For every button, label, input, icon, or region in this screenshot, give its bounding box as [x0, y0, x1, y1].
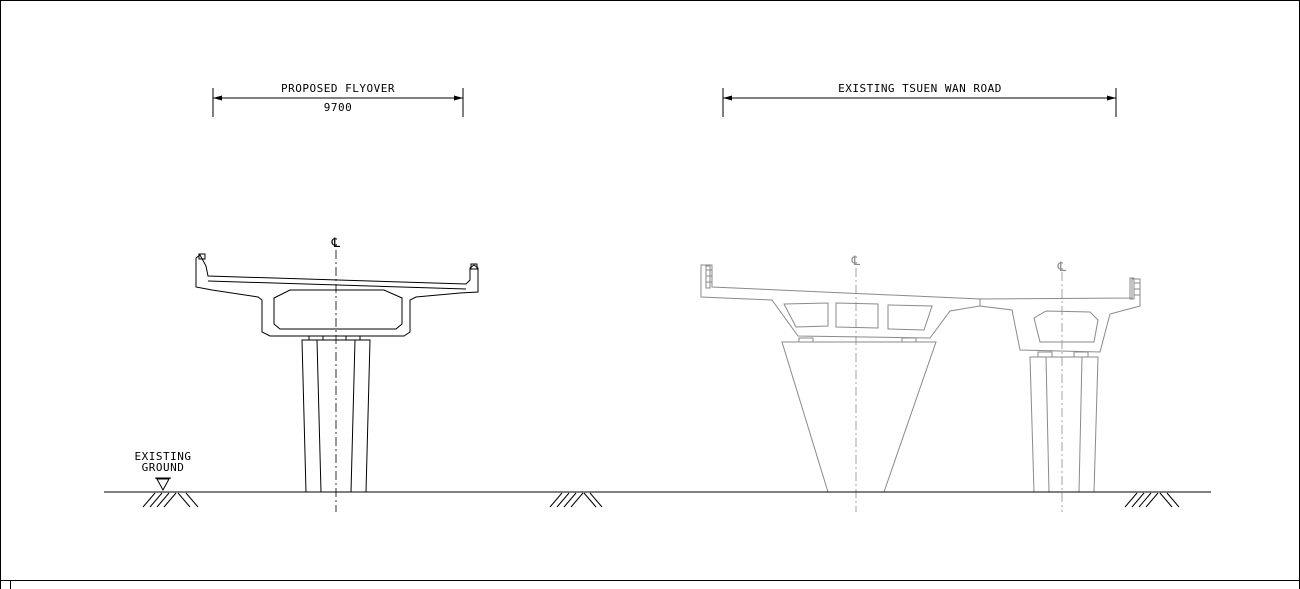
proposed-flyover-label: PROPOSED FLYOVER: [281, 82, 395, 95]
existing-centerline-symbol-left: ℄: [851, 254, 861, 269]
proposed-deck: [195, 254, 479, 337]
existing-left-cell-3: [887, 304, 933, 331]
existing-ground-label-2: GROUND: [142, 461, 185, 474]
proposed-flyover-width: 9700: [324, 101, 353, 114]
existing-left-cell-2: [835, 302, 879, 329]
existing-v-pier: [781, 341, 937, 493]
proposed-box-void: [273, 289, 403, 330]
ground-level-triangle-icon: [156, 478, 170, 492]
ground-hatch-1: [142, 492, 199, 508]
existing-centerline-symbol-right: ℄: [1057, 260, 1067, 275]
existing-road-section: ℄ ℄: [700, 254, 1141, 512]
existing-road-dimension: EXISTING TSUEN WAN ROAD: [722, 82, 1117, 117]
proposed-flyover-dimension: PROPOSED FLYOVER 9700: [212, 82, 464, 117]
proposed-bearing-right: [345, 335, 361, 341]
ground-hatch-3: [1124, 492, 1180, 508]
proposed-bearing-left: [308, 335, 324, 341]
existing-ground-marker: EXISTING GROUND: [135, 450, 192, 492]
proposed-flyover-section: ℄: [195, 236, 479, 512]
existing-left-deck: [700, 264, 981, 339]
existing-road-label: EXISTING TSUEN WAN ROAD: [838, 82, 1002, 95]
existing-right-deck: [979, 278, 1141, 353]
existing-right-cell: [1033, 310, 1099, 343]
existing-left-cell-1: [783, 302, 829, 328]
proposed-centerline-symbol: ℄: [331, 236, 341, 251]
existing-right-pier: [1029, 356, 1099, 493]
existing-ground-label-1: EXISTING: [135, 450, 192, 463]
ground-hatch-2: [549, 492, 603, 508]
